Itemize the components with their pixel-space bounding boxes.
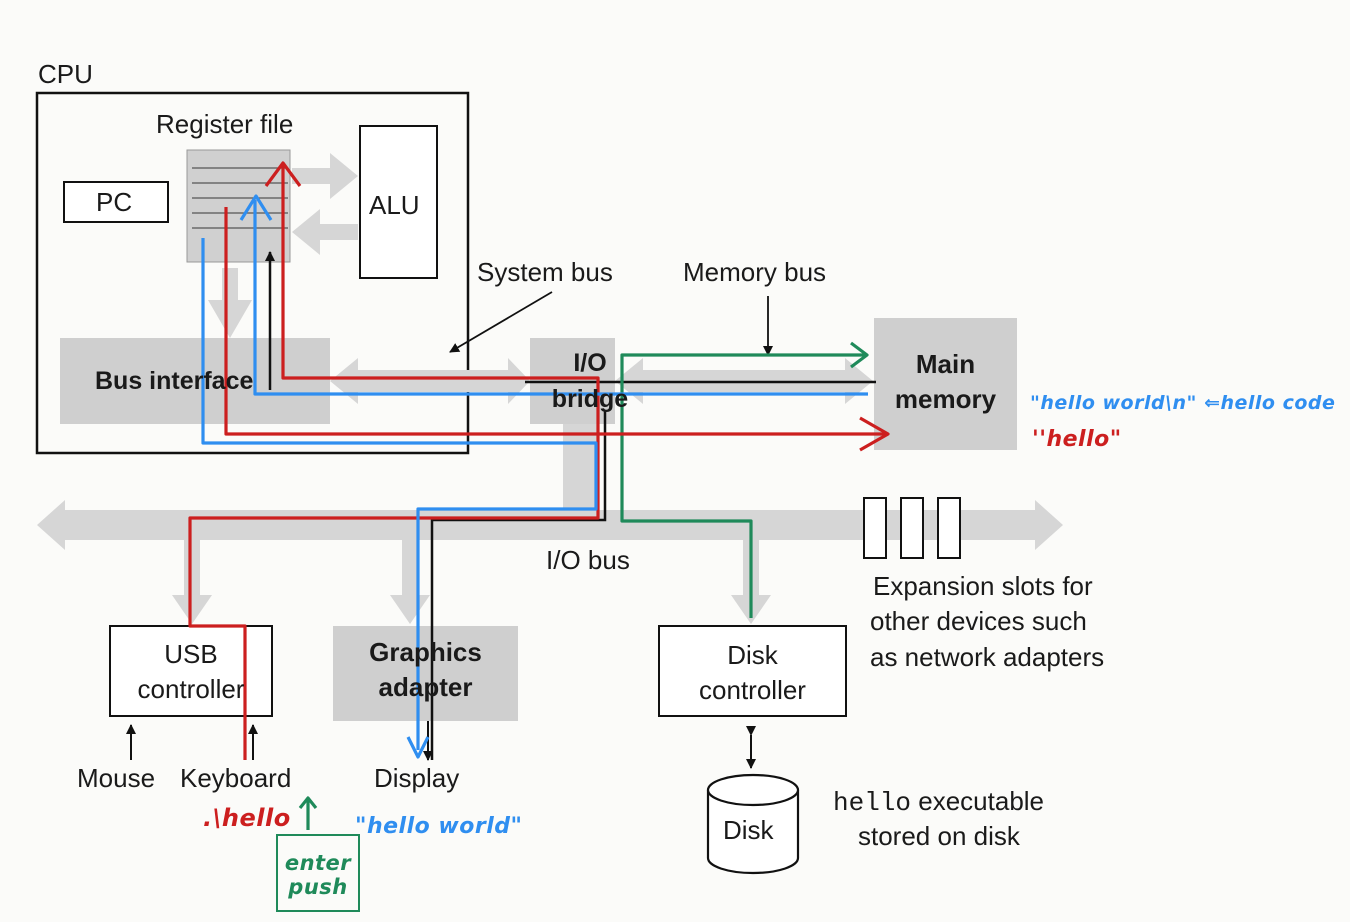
- system-bus-label: System bus: [477, 257, 613, 287]
- disk-cylinder: [706, 773, 800, 875]
- disk-label: Disk: [723, 815, 774, 845]
- annotation-cmd-hello: .\hello: [203, 804, 291, 832]
- blue-path: [201, 194, 868, 759]
- bridge-io-connector: [563, 424, 599, 508]
- expansion-line-3: as network adapters: [870, 642, 1105, 672]
- system-bus-pointer: [449, 291, 553, 353]
- pc-box: [63, 181, 169, 223]
- expansion-slots: [863, 497, 961, 559]
- io-to-usb-arrow: [172, 540, 212, 624]
- hello-executable-text: executable: [918, 786, 1045, 816]
- annotation-hello-world-n: "hello world\n" ⇐hello code: [1030, 392, 1336, 414]
- main-memory-label-2: memory: [894, 384, 997, 414]
- expansion-line-2: other devices such: [870, 606, 1087, 636]
- main-memory-label-1: Main: [915, 349, 976, 379]
- io-bridge-label-1: I/O: [573, 349, 607, 377]
- enter-push-box: [276, 834, 360, 912]
- regfile-bus-arrow: [208, 268, 252, 338]
- cpu-box: [35, 91, 470, 455]
- io-bridge-label-2: bridge: [551, 385, 629, 413]
- io-bus-label: I/O bus: [546, 545, 630, 575]
- green-path: [298, 341, 869, 830]
- regfile-alu-arrow-top: [292, 153, 358, 199]
- system-bus-arrow: [330, 358, 530, 404]
- usb-label-1: USB: [164, 639, 218, 669]
- disk-controller-label-1: Disk: [727, 640, 778, 670]
- io-to-graphics-arrow: [390, 540, 430, 624]
- annotation-enter: enter: [284, 851, 352, 875]
- graphics-adapter-box: [333, 626, 518, 721]
- bus-interface-label: Bus interface: [95, 367, 254, 395]
- graphics-label-1: Graphics: [369, 637, 482, 667]
- stored-on-disk-label: stored on disk: [858, 821, 1020, 851]
- annotation-push: push: [288, 875, 348, 899]
- usb-label-2: controller: [137, 674, 245, 704]
- expansion-line-1: Expansion slots for: [873, 571, 1093, 601]
- bridge-display-line: [430, 410, 607, 760]
- keyboard-label: Keyboard: [180, 763, 292, 793]
- disk-controller-box: [658, 625, 847, 717]
- main-memory-box: [874, 318, 1017, 450]
- annotation-hello-red: ''hello": [1032, 427, 1122, 452]
- cpu-label: CPU: [38, 59, 93, 89]
- regfile-alu-arrow-bottom: [292, 209, 358, 255]
- hello-executable-label: hello executable: [833, 787, 1044, 818]
- hello-code-text: hello: [833, 788, 912, 818]
- io-bus-arrow: [37, 500, 1063, 550]
- mouse-label: Mouse: [77, 763, 156, 793]
- disk-controller-label-2: controller: [699, 675, 806, 705]
- red-path: [188, 161, 890, 760]
- graphics-label-2: adapter: [378, 672, 473, 702]
- alu-box: [359, 125, 438, 279]
- register-file-label: Register file: [156, 109, 294, 139]
- display-label: Display: [374, 763, 460, 793]
- pc-label: PC: [96, 187, 133, 217]
- memory-bus-label: Memory bus: [683, 257, 827, 287]
- annotation-hello-world-display: "hello world": [355, 814, 523, 839]
- alu-label: ALU: [369, 190, 420, 220]
- bus-interface-box: [60, 338, 330, 424]
